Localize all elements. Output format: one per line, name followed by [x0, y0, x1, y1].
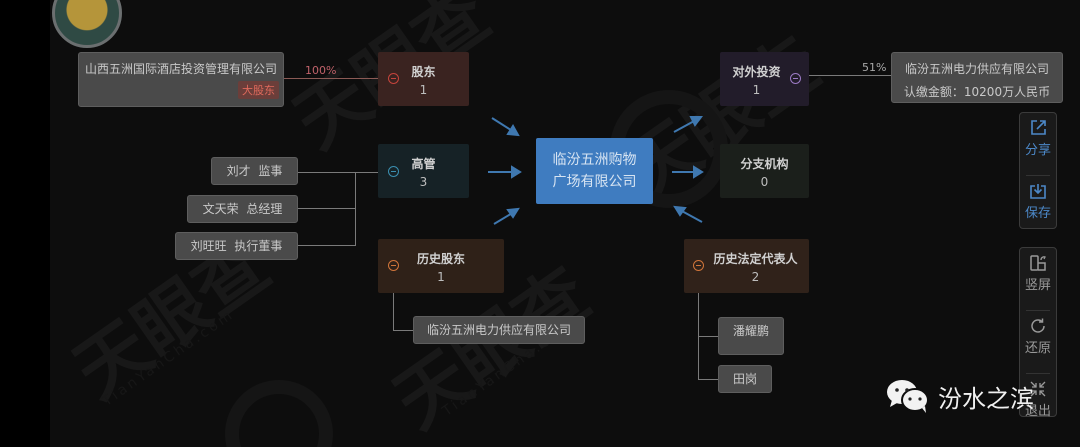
executive-node[interactable]: 刘旺旺 执行董事	[175, 232, 298, 260]
category-count: 0	[760, 175, 769, 189]
connector-line	[393, 292, 394, 330]
save-button[interactable]: 保存	[1020, 182, 1056, 238]
divider	[1026, 373, 1050, 374]
exit-label: 退出	[1024, 404, 1051, 419]
wechat-icon	[887, 380, 929, 413]
collapse-icon[interactable]	[693, 260, 704, 271]
category-label: 历史法定代表人	[713, 252, 798, 266]
category-history-legal-rep[interactable]: 历史法定代表人 2	[684, 239, 809, 293]
connector-line	[298, 245, 356, 246]
subscribed-amount: 认缴金额：10200万人民币	[903, 85, 1051, 99]
category-label: 对外投资	[732, 65, 781, 79]
person-name: 田岗	[732, 372, 757, 386]
company-name: 临汾五洲电力供应有限公司	[426, 323, 571, 337]
divider	[1026, 310, 1050, 311]
executive-node[interactable]: 文天荣 总经理	[187, 195, 298, 223]
collapse-icon[interactable]	[388, 73, 399, 84]
save-label: 保存	[1024, 206, 1051, 221]
toolbar-share-save: 分享 保存	[1019, 112, 1057, 229]
share-icon	[1031, 120, 1046, 135]
category-count: 1	[419, 83, 428, 97]
category-count: 2	[751, 270, 760, 284]
person-name: 潘耀鹏	[732, 324, 769, 338]
wechat-account-name: 汾水之滨	[938, 384, 1034, 413]
flow-arrows	[488, 116, 704, 225]
investment-node[interactable]: 临汾五洲电力供应有限公司 认缴金额：10200万人民币	[891, 52, 1063, 103]
connector-line	[298, 172, 378, 173]
company-name: 临汾五洲电力供应有限公司	[904, 62, 1049, 76]
category-branches[interactable]: 分支机构 0	[720, 144, 809, 198]
save-icon	[1030, 184, 1046, 199]
investment-percent: 51%	[862, 61, 887, 74]
share-button[interactable]: 分享	[1020, 119, 1056, 175]
wechat-account-overlay: 汾水之滨	[884, 378, 1034, 414]
reset-label: 还原	[1024, 341, 1051, 356]
collapse-icon[interactable]	[388, 166, 399, 177]
watermark-logo	[225, 380, 333, 447]
collapse-icon[interactable]	[388, 260, 399, 271]
connector-line	[393, 330, 413, 331]
category-label: 分支机构	[740, 157, 789, 171]
executive-role: 总经理	[246, 202, 283, 216]
connector-line	[698, 379, 718, 380]
portrait-button[interactable]: 竖屏	[1020, 254, 1056, 310]
category-label: 高管	[411, 157, 436, 171]
exit-fullscreen-button[interactable]: 退出	[1020, 380, 1056, 436]
company-name-line2: 广场有限公司	[552, 174, 637, 190]
executive-name: 文天荣	[202, 202, 239, 216]
portrait-label: 竖屏	[1024, 278, 1051, 293]
company-name-line1: 临汾五洲购物	[552, 152, 637, 168]
executive-role: 执行董事	[234, 239, 283, 253]
category-count: 3	[419, 175, 428, 189]
reset-button[interactable]: 还原	[1020, 317, 1056, 373]
portrait-rotate-icon	[1030, 255, 1046, 271]
legal-rep-node[interactable]: 潘耀鹏	[718, 317, 784, 355]
toolbar-view: 竖屏 还原 退出	[1019, 247, 1057, 419]
category-label: 历史股东	[416, 252, 465, 266]
reset-icon	[1031, 318, 1045, 333]
category-label: 股东	[411, 65, 436, 79]
executive-name: 刘旺旺	[190, 239, 227, 253]
major-shareholder-badge: 大股东	[238, 81, 279, 99]
executive-node[interactable]: 刘才 监事	[211, 157, 298, 185]
connector-line	[298, 208, 356, 209]
collapse-icon[interactable]	[790, 73, 801, 84]
share-label: 分享	[1024, 143, 1051, 158]
center-company-node[interactable]: 临汾五洲购物 广场有限公司	[536, 138, 653, 204]
divider	[1026, 175, 1050, 176]
connector-line	[284, 78, 378, 79]
share-percent: 100%	[305, 64, 337, 77]
connector-line	[698, 336, 718, 337]
shareholder-name: 山西五洲国际酒店投资管理有限公司	[84, 62, 277, 76]
connector-line	[355, 172, 356, 246]
exit-fullscreen-icon	[1030, 381, 1046, 397]
category-history-shareholders[interactable]: 历史股东 1	[378, 239, 504, 293]
executive-role: 监事	[258, 164, 283, 178]
category-count: 1	[437, 270, 445, 284]
connector-line	[698, 292, 699, 379]
legal-rep-node[interactable]: 田岗	[718, 365, 772, 393]
connector-line	[806, 75, 892, 76]
executive-name: 刘才	[226, 164, 251, 178]
category-count: 1	[752, 83, 761, 97]
history-shareholder-node[interactable]: 临汾五洲电力供应有限公司	[413, 316, 585, 344]
